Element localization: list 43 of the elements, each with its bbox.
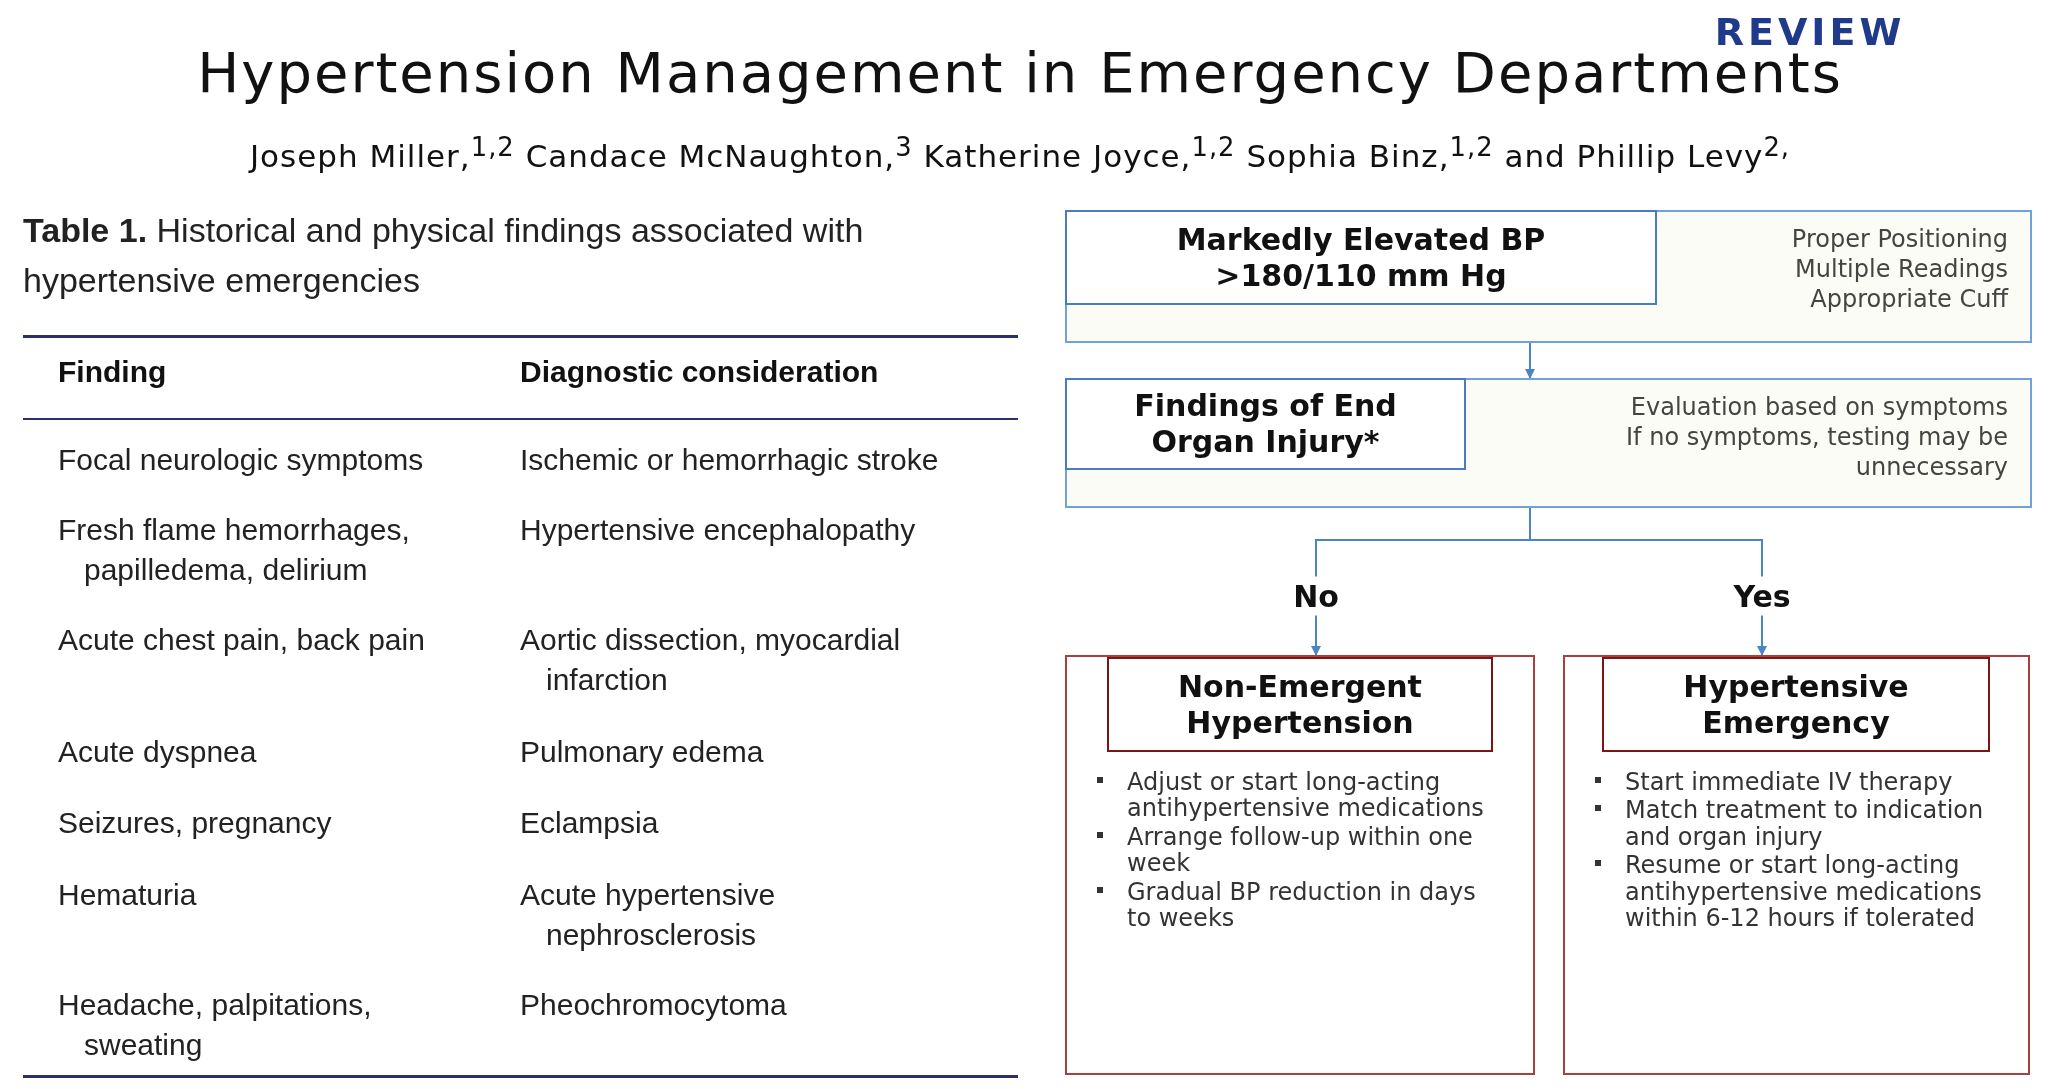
info-panel — [1065, 210, 2032, 343]
note-text: Proper Positioning — [1790, 224, 2008, 254]
column-header: Finding — [58, 355, 168, 389]
table-cell-text: Acute hypertensive nephrosclerosis — [520, 877, 777, 953]
bullet-text: Gradual BP reduction in days to weeks — [1127, 877, 1476, 932]
note-text: Appropriate Cuff — [1809, 284, 2008, 314]
box-heading: Non-Emergent Hypertension — [1177, 668, 1423, 741]
column-header: Diagnostic consideration — [520, 355, 880, 389]
table-cell-text: Seizures, pregnancy — [58, 805, 333, 841]
box-heading: Findings of End Organ Injury* — [1133, 388, 1398, 460]
decision-box — [1065, 378, 1466, 470]
note-text: If no symptoms, testing may be unnecessary — [1625, 422, 2008, 482]
table-cell-text: Focal neurologic symptoms — [58, 442, 425, 478]
info-panel — [1065, 378, 2032, 508]
bullet-text: Match treatment to indication and organ injury — [1625, 796, 1984, 851]
table-cell-text: Aortic dissection, myocardial infarction — [520, 622, 902, 698]
arrow — [1529, 507, 1767, 656]
table-cell-text: Acute chest pain, back pain — [58, 622, 426, 658]
box-heading: Hypertensive Emergency — [1682, 668, 1910, 741]
table-cell-text: Hematuria — [58, 877, 198, 913]
outcome-panel — [1563, 655, 2030, 1075]
table-cell-text: Hypertensive encephalopathy — [520, 512, 917, 548]
bullet-text: Start immediate IV therapy — [1625, 768, 1953, 796]
table-cell-text: Pheochromocytoma — [520, 987, 788, 1023]
process-box — [1065, 210, 1657, 305]
outcome-box — [1602, 657, 1990, 752]
arrow — [1525, 342, 1535, 379]
bullet-text: Resume or start long-acting antihypertensive medications within 6-12 hours if tolerated — [1625, 851, 1982, 932]
table-cell-text: Fresh flame hemorrhages, papilledema, delirium — [58, 512, 411, 588]
table-cell-text: Ischemic or hemorrhagic stroke — [520, 442, 940, 478]
table-cell-text: Eclampsia — [520, 805, 660, 841]
bullet-text: Adjust or start long-acting antihypertensive medications — [1127, 768, 1484, 823]
outcome-panel — [1065, 655, 1535, 1075]
bullet-text: Arrange follow-up within one week — [1127, 822, 1473, 878]
note-text: Multiple Readings — [1794, 254, 2008, 284]
table-cell-text: Headache, palpitations, sweating — [58, 987, 373, 1063]
note-text: Evaluation based on symptoms — [1629, 392, 2008, 422]
table-caption: Table 1. Historical and physical findings associated with hypertensive emergencies — [23, 210, 865, 301]
outcome-box — [1107, 657, 1493, 752]
table-cell-text: Acute dyspnea — [58, 734, 258, 770]
box-heading: Markedly Elevated BP >180/110 mm Hg — [1175, 221, 1547, 294]
table-cell-text: Pulmonary edema — [520, 734, 765, 770]
author-list: Joseph Miller,$^{1,2}$ Candace McNaughton,$^{3}$ Katherine Joyce,$^{1,2}$ Sophia Binz,$^{1,2}$ and Phillip Levy$^{2,}$ — [40, 132, 2000, 175]
